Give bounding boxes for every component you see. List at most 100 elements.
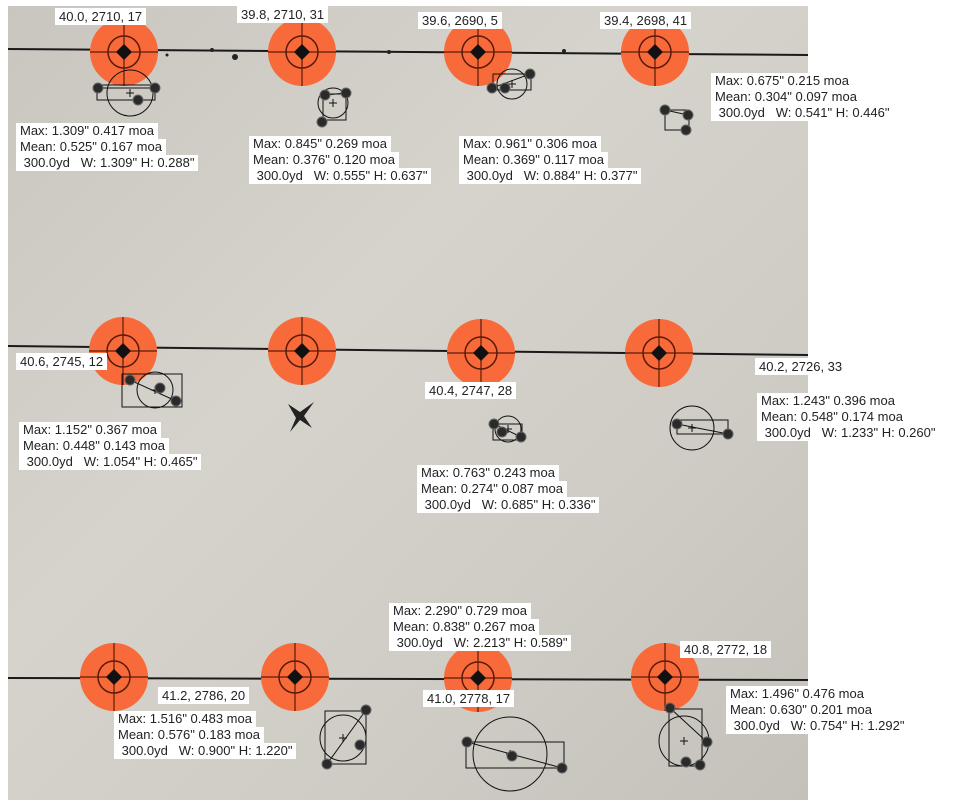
group-label: 41.2, 2786, 20 xyxy=(158,687,250,704)
target-diamond xyxy=(651,345,667,361)
stats-mean: Mean: 0.576" 0.183 moa xyxy=(114,727,264,743)
stats-size: 300.0yd W: 1.233" H: 0.260" xyxy=(757,425,940,441)
bullet-hole xyxy=(722,428,734,440)
stats-max: Max: 1.243" 0.396 moa xyxy=(757,393,899,409)
bullet-hole xyxy=(680,124,692,136)
bullet-hole xyxy=(340,87,352,99)
targets xyxy=(80,18,699,712)
bullet-hole xyxy=(154,382,166,394)
stats-max: Max: 1.309" 0.417 moa xyxy=(16,123,158,139)
max-spread-line xyxy=(669,707,708,743)
splat-mark xyxy=(288,402,314,432)
group-stats: Max: 1.152" 0.367 moa Mean: 0.448" 0.143… xyxy=(19,422,202,470)
bullet-hole xyxy=(149,82,161,94)
stats-size: 300.0yd W: 0.685" H: 0.336" xyxy=(417,497,600,513)
stats-mean: Mean: 0.304" 0.097 moa xyxy=(711,89,861,105)
orange-target xyxy=(625,319,693,387)
bullet-hole xyxy=(316,116,328,128)
target-diamond xyxy=(287,669,303,685)
bullet-hole xyxy=(659,104,671,116)
bullet-hole xyxy=(486,82,498,94)
bullet-hole xyxy=(664,702,676,714)
mean-radius-circle xyxy=(136,371,174,409)
group-stats: Max: 1.516" 0.483 moa Mean: 0.576" 0.183… xyxy=(114,711,297,759)
orange-target xyxy=(447,319,515,387)
stats-max: Max: 1.496" 0.476 moa xyxy=(726,686,868,702)
target-diamond xyxy=(106,669,122,685)
group-stats: Max: 1.243" 0.396 moa Mean: 0.548" 0.174… xyxy=(757,393,940,441)
bullet-hole xyxy=(92,82,104,94)
group-stats: Max: 2.290" 0.729 moa Mean: 0.838" 0.267… xyxy=(389,603,572,651)
group-label: 39.8, 2710, 31 xyxy=(237,6,329,23)
extent-box xyxy=(492,73,532,91)
stats-max: Max: 0.845" 0.269 moa xyxy=(249,136,391,152)
orange-target xyxy=(90,18,158,86)
bullet-hole xyxy=(556,762,568,774)
target-diamond xyxy=(470,670,486,686)
stats-mean: Mean: 0.448" 0.143 moa xyxy=(19,438,169,454)
group-stats: Max: 1.309" 0.417 moa Mean: 0.525" 0.167… xyxy=(16,123,199,171)
bullet-hole xyxy=(170,395,182,407)
stats-max: Max: 0.961" 0.306 moa xyxy=(459,136,601,152)
stats-size: 300.0yd W: 0.900" H: 1.220" xyxy=(114,743,297,759)
stats-max: Max: 0.675" 0.215 moa xyxy=(711,73,853,89)
extent-box xyxy=(465,741,565,769)
group-overlay xyxy=(121,371,183,409)
bullet-hole xyxy=(321,758,333,770)
max-spread-line xyxy=(129,379,177,402)
orange-target xyxy=(621,18,689,86)
target-diamond xyxy=(115,343,131,359)
bullet-hole xyxy=(694,759,706,771)
stats-max: Max: 1.516" 0.483 moa xyxy=(114,711,256,727)
group-label: 40.2, 2726, 33 xyxy=(755,358,847,375)
mean-radius-circle xyxy=(472,716,548,792)
stats-mean: Mean: 0.525" 0.167 moa xyxy=(16,139,166,155)
target-diamond xyxy=(116,44,132,60)
bullet-hole xyxy=(354,739,366,751)
stats-size: 300.0yd W: 0.754" H: 1.292" xyxy=(726,718,909,734)
bullet-hole xyxy=(488,418,500,430)
orange-target xyxy=(268,18,336,86)
stats-mean: Mean: 0.630" 0.201 moa xyxy=(726,702,876,718)
target-diamond xyxy=(294,343,310,359)
mean-radius-circle xyxy=(496,68,528,100)
bullet-hole xyxy=(680,756,692,768)
bullet-holes xyxy=(92,68,734,774)
bullet-hole xyxy=(506,750,518,762)
stats-max: Max: 1.152" 0.367 moa xyxy=(19,422,161,438)
stats-max: Max: 2.290" 0.729 moa xyxy=(389,603,531,619)
group-label: 40.4, 2747, 28 xyxy=(425,382,517,399)
stats-size: 300.0yd W: 0.555" H: 0.637" xyxy=(249,168,432,184)
mean-radius-circle xyxy=(669,405,715,451)
stats-mean: Mean: 0.369" 0.117 moa xyxy=(459,152,608,168)
bullet-hole xyxy=(499,82,511,94)
target-diamond xyxy=(473,345,489,361)
group-label: 40.0, 2710, 17 xyxy=(55,8,147,25)
stats-size: 300.0yd W: 0.884" H: 0.377" xyxy=(459,168,642,184)
stats-size: 300.0yd W: 0.541" H: 0.446" xyxy=(711,105,894,121)
group-label: 39.4, 2698, 41 xyxy=(600,12,692,29)
stats-max: Max: 0.763" 0.243 moa xyxy=(417,465,559,481)
group-label: 40.8, 2772, 18 xyxy=(680,641,772,658)
bullet-hole xyxy=(671,418,683,430)
stats-mean: Mean: 0.274" 0.087 moa xyxy=(417,481,567,497)
max-spread-line xyxy=(326,709,367,765)
stats-size: 300.0yd W: 1.309" H: 0.288" xyxy=(16,155,199,171)
group-overlay xyxy=(319,709,367,765)
bullet-hole xyxy=(515,431,527,443)
group-overlay xyxy=(491,68,532,100)
bullet-hole xyxy=(319,89,331,101)
max-spread-line xyxy=(676,423,729,435)
group-label: 40.6, 2745, 12 xyxy=(16,353,108,370)
group-stats: Max: 0.961" 0.306 moa Mean: 0.369" 0.117… xyxy=(459,136,642,184)
group-stats: Max: 1.496" 0.476 moa Mean: 0.630" 0.201… xyxy=(726,686,909,734)
bullet-hole xyxy=(682,109,694,121)
bullet-hole xyxy=(701,736,713,748)
group-overlays xyxy=(96,68,729,792)
stats-mean: Mean: 0.548" 0.174 moa xyxy=(757,409,907,425)
group-overlay xyxy=(317,87,349,121)
bullet-hole xyxy=(461,736,473,748)
group-stats: Max: 0.763" 0.243 moa Mean: 0.274" 0.087… xyxy=(417,465,600,513)
group-label: 39.6, 2690, 5 xyxy=(418,12,502,29)
mean-radius-circle xyxy=(317,87,349,119)
